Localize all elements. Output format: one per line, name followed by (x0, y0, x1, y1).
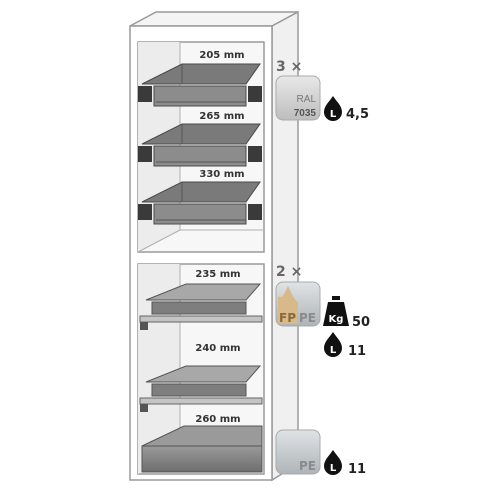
fp-pe-material-badge (275, 281, 321, 327)
liquid-drop-icon (324, 332, 342, 357)
load-icon-letter: Kg (329, 314, 344, 325)
lower-tray-2 (139, 365, 263, 412)
ral-color-badge (275, 75, 321, 121)
upper-tray-2-width: 265 mm (199, 111, 244, 122)
upper-tray-1-width: 205 mm (199, 50, 244, 61)
material-fp-label: FP (279, 311, 296, 325)
lower-quantity: 2 × (276, 264, 302, 280)
upper-capacity-icon-letter: L (330, 109, 337, 120)
pe-material-badge (275, 429, 321, 475)
lower-tray-2-width: 240 mm (195, 343, 240, 354)
material-pe-label: PE (299, 311, 316, 325)
upper-capacity: 4,5 (346, 107, 369, 122)
liquid-drop-icon (324, 450, 342, 475)
bottom-sump-width: 260 mm (195, 414, 240, 425)
upper-quantity: 3 × (276, 59, 302, 75)
lower-capacity-icon-letter: L (330, 345, 337, 356)
lower-tray-1-width: 235 mm (195, 269, 240, 280)
lower-load: 50 (352, 315, 370, 330)
upper-tray-3 (138, 181, 262, 225)
lower-capacity: 11 (348, 344, 366, 359)
sump-capacity-icon-letter: L (330, 463, 337, 474)
ral-number: 7035 (294, 108, 317, 119)
sump-capacity: 11 (348, 462, 366, 477)
sump-material-label: PE (299, 459, 316, 473)
liquid-drop-icon (324, 96, 342, 121)
ral-label: RAL (297, 94, 317, 105)
weight-kg-icon (323, 296, 349, 326)
upper-tray-3-width: 330 mm (199, 169, 244, 180)
bottom-sump (141, 425, 263, 473)
upper-tray-1 (138, 63, 262, 107)
upper-tray-2 (138, 123, 262, 167)
lower-tray-1 (139, 283, 263, 330)
